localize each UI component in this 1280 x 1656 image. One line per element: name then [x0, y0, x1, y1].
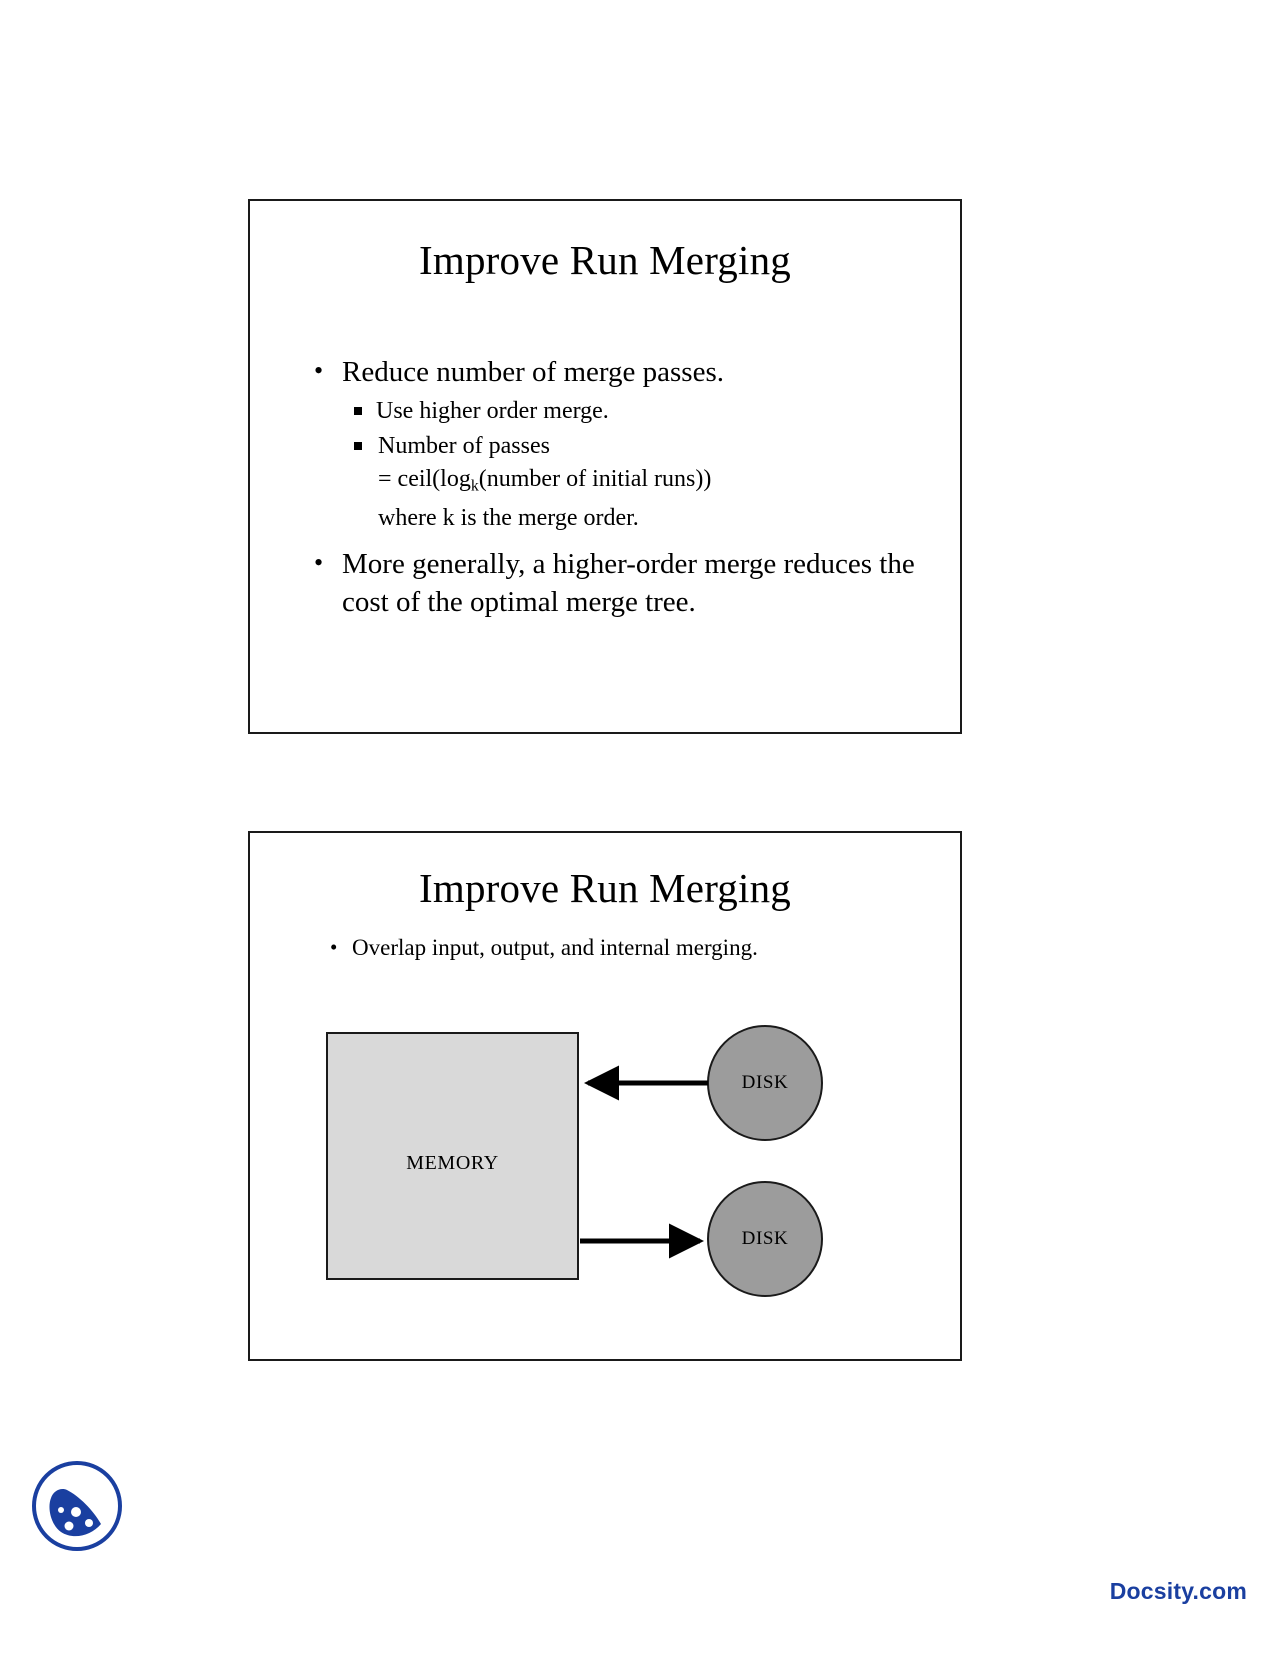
bullet-dot-icon: • [314, 548, 324, 578]
sub-bullet-line-1: Number of passes [378, 433, 550, 459]
sub-bullet-number-of-passes: Number of passes = ceil(logk(number of i… [352, 430, 926, 535]
bullet-line-1: More generally, a higher-order merge [342, 548, 777, 581]
bullet-more-generally: • More generally, a higher-order merge r… [306, 545, 926, 621]
docsity-brand-label[interactable]: Docsity.com [1109, 1578, 1247, 1604]
memory-label: MEMORY [406, 1152, 499, 1174]
sub-bullet-line-2: = ceil(logk(number of initial runs)) [376, 463, 926, 502]
bullet-dot-icon: • [330, 935, 338, 959]
bullet-line-2: reduces the cost of the optimal merge tr… [342, 548, 915, 619]
slide-1: Improve Run Merging • Reduce number of m… [248, 199, 962, 734]
memory-disk-diagram: MEMORY DISK DISK [250, 833, 964, 1363]
input-disk: DISK [707, 1025, 823, 1141]
sub-bullet-line-3: where k is the merge order. [378, 505, 639, 532]
sub-bullet-higher-order: Use higher order merge. [352, 395, 926, 428]
sub-bullet-group: Use higher order merge. Number of passes… [352, 395, 926, 535]
output-disk: DISK [707, 1181, 823, 1297]
diagram-arrows [580, 1065, 708, 1259]
docsity-logo-icon [32, 1461, 122, 1551]
slide-1-title: Improve Run Merging [419, 237, 791, 283]
slide-2: Improve Run Merging • Overlap input, out… [248, 831, 962, 1361]
bullet-text: Reduce number of merge passes. [342, 356, 724, 388]
bullet-overlap-io: • Overlap input, output, and internal me… [318, 933, 892, 963]
sub-bullet-text: Use higher order merge. [376, 398, 609, 424]
slide-2-body: • Overlap input, output, and internal me… [250, 933, 960, 963]
bullet-dot-icon: • [314, 356, 324, 385]
formula-subscript: k [470, 477, 479, 495]
slide-2-title: Improve Run Merging [419, 865, 791, 911]
input-disk-label: DISK [741, 1072, 789, 1093]
memory-block: MEMORY [326, 1032, 579, 1280]
square-bullet-icon [354, 442, 362, 450]
formula-suffix: (number of initial runs)) [478, 466, 712, 492]
output-disk-label: DISK [741, 1228, 789, 1249]
formula-prefix: = ceil(log [378, 466, 471, 492]
square-bullet-icon [354, 407, 362, 415]
bullet-text: Overlap input, output, and internal merg… [352, 935, 758, 960]
slide-1-body: • Reduce number of merge passes. Use hig… [306, 353, 926, 623]
bullet-reduce-passes: • Reduce number of merge passes. [306, 353, 926, 391]
